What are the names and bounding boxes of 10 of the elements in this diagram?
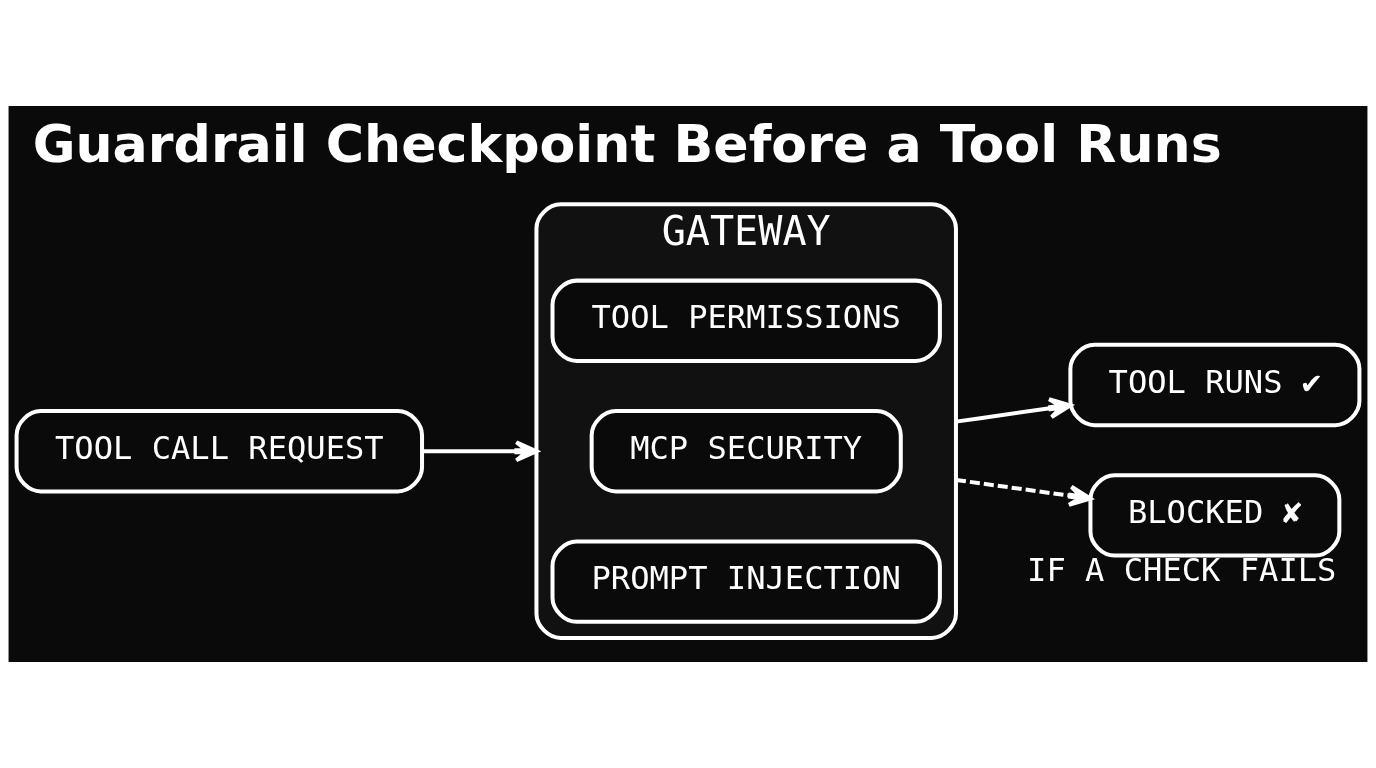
node-box: BLOCKED ✘: [1088, 473, 1342, 558]
node-box: MCP SECURITY: [589, 409, 903, 494]
diagram-title: Guardrail Checkpoint Before a Tool Runs: [32, 113, 1222, 174]
node-box: TOOL PERMISSIONS: [550, 278, 942, 363]
node-box: TOOL RUNS ✔: [1068, 342, 1362, 428]
node-box: TOOL CALL REQUEST: [14, 409, 425, 494]
arrow: [422, 440, 539, 463]
arrow: [955, 478, 1093, 507]
arrow: [955, 397, 1073, 424]
node-box: PROMPT INJECTION: [550, 539, 942, 624]
